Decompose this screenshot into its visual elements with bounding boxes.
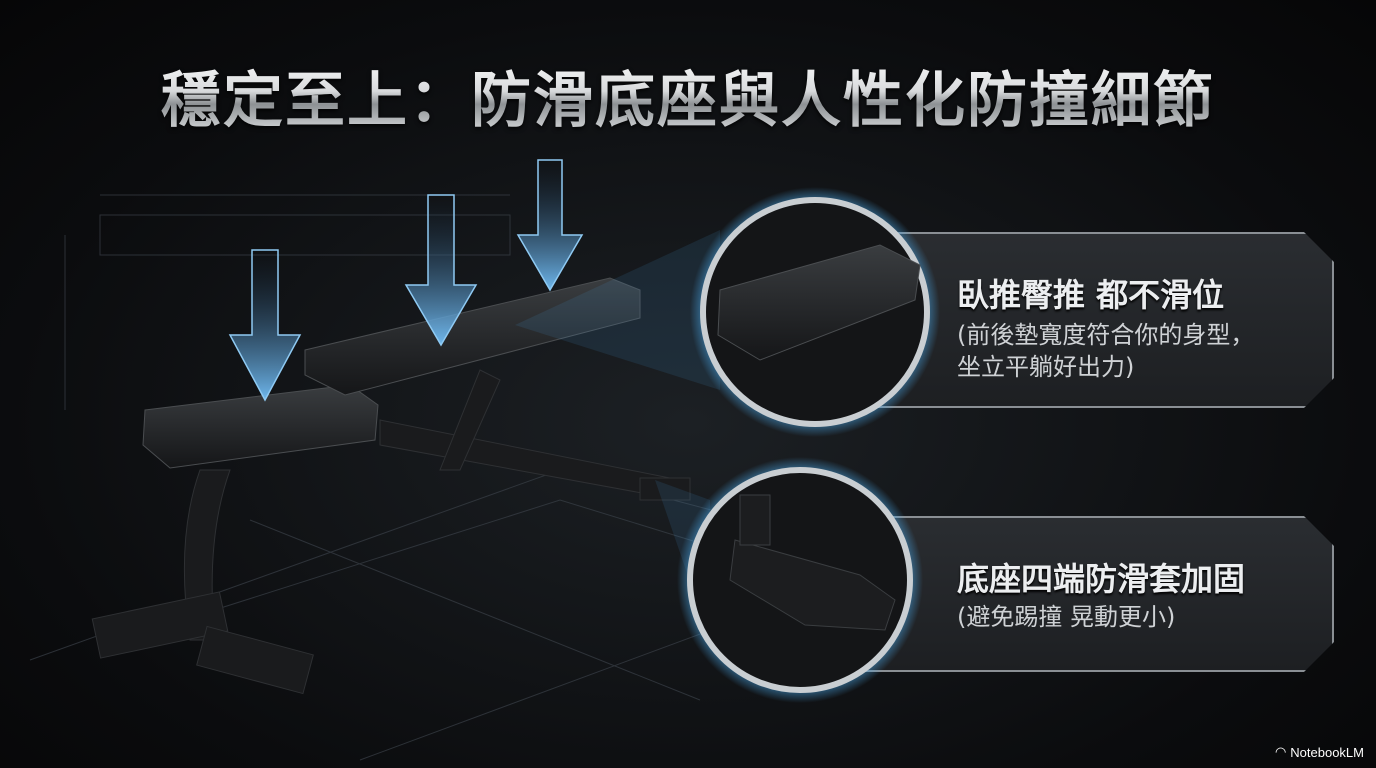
back-pad bbox=[304, 277, 641, 396]
callout-detail: (避免踢撞 晃動更小) bbox=[957, 603, 1176, 631]
pressure-arrow-icon bbox=[228, 159, 584, 402]
zoom-circle-pad bbox=[690, 187, 940, 437]
callout-detail: 坐立平躺好出力) bbox=[957, 353, 1135, 381]
zoom-beam bbox=[515, 230, 720, 390]
notebooklm-logo: ◠ NotebookLM bbox=[1275, 744, 1364, 760]
page-title: 穩定至上：防滑底座與人性化防撞細節 bbox=[0, 52, 1376, 139]
logo-text: NotebookLM bbox=[1290, 744, 1364, 760]
zoom-circle-foot bbox=[677, 457, 923, 703]
notebooklm-icon: ◠ bbox=[1274, 744, 1287, 759]
callout-heading: 底座四端防滑套加固 bbox=[957, 560, 1246, 598]
callout-heading: 臥推臀推 都不滑位 bbox=[957, 276, 1225, 314]
callout-detail: (前後墊寬度符合你的身型， bbox=[957, 321, 1255, 349]
bench-frame bbox=[91, 369, 691, 695]
